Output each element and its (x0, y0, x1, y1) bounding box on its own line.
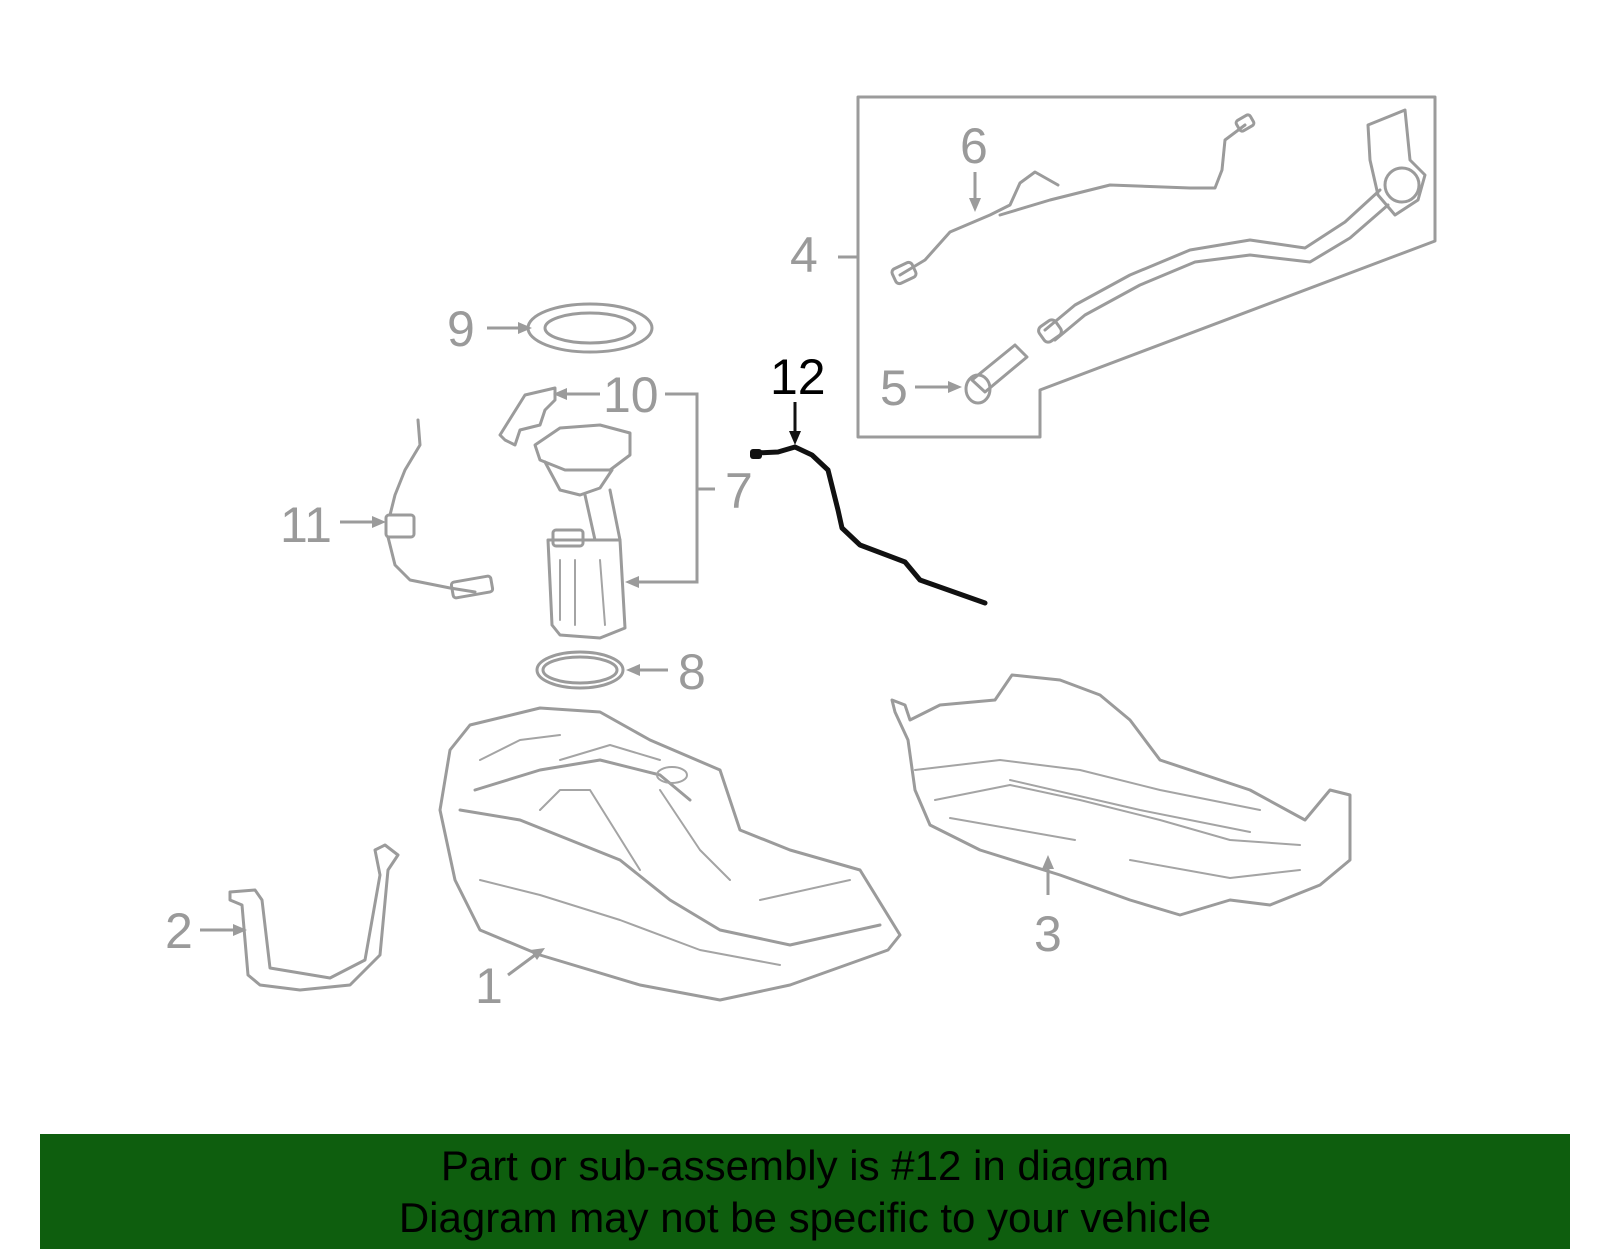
callout-8: 8 (678, 644, 706, 700)
part-12-vent-tube[interactable] (750, 444, 988, 606)
callout-11: 11 (280, 497, 332, 553)
inset-box (856, 95, 1437, 439)
callout-1: 1 (475, 958, 503, 1014)
part-3-shield[interactable] (890, 673, 1352, 917)
callout-3: 3 (1034, 906, 1062, 962)
callout-10: 10 (603, 367, 659, 423)
part-6-hose[interactable] (890, 113, 1256, 286)
callout-5: 5 (880, 360, 908, 416)
part-5-hose[interactable] (964, 343, 1029, 405)
part-9-lock-ring[interactable] (526, 302, 654, 354)
callout-4: 4 (790, 227, 818, 283)
callout-6: 6 (960, 118, 988, 174)
callout-7: 7 (725, 463, 753, 519)
callout-12: 12 (770, 349, 826, 405)
part-8-seal[interactable] (535, 650, 625, 690)
part-1-fuel-tank[interactable] (438, 706, 902, 1002)
part-7-fuel-pump-module[interactable] (533, 423, 632, 640)
callout-2: 2 (165, 903, 193, 959)
callout-labels: 9 10 7 11 8 6 4 5 12 2 1 3 (165, 118, 1062, 1014)
footer-line-1: Part or sub-assembly is #12 in diagram (440, 1141, 1170, 1189)
part-4-filler-pipe[interactable] (1037, 108, 1427, 344)
part-2-tank-strap[interactable] (228, 843, 400, 992)
footer-line-2: Diagram may not be specific to your vehi… (398, 1193, 1212, 1241)
callout-9: 9 (447, 301, 475, 357)
footer-banner: Part or sub-assembly is #12 in diagram D… (40, 1134, 1570, 1249)
part-10-bracket[interactable] (498, 386, 557, 447)
part-11-sender[interactable] (384, 418, 495, 600)
leader-lines (200, 172, 1054, 977)
